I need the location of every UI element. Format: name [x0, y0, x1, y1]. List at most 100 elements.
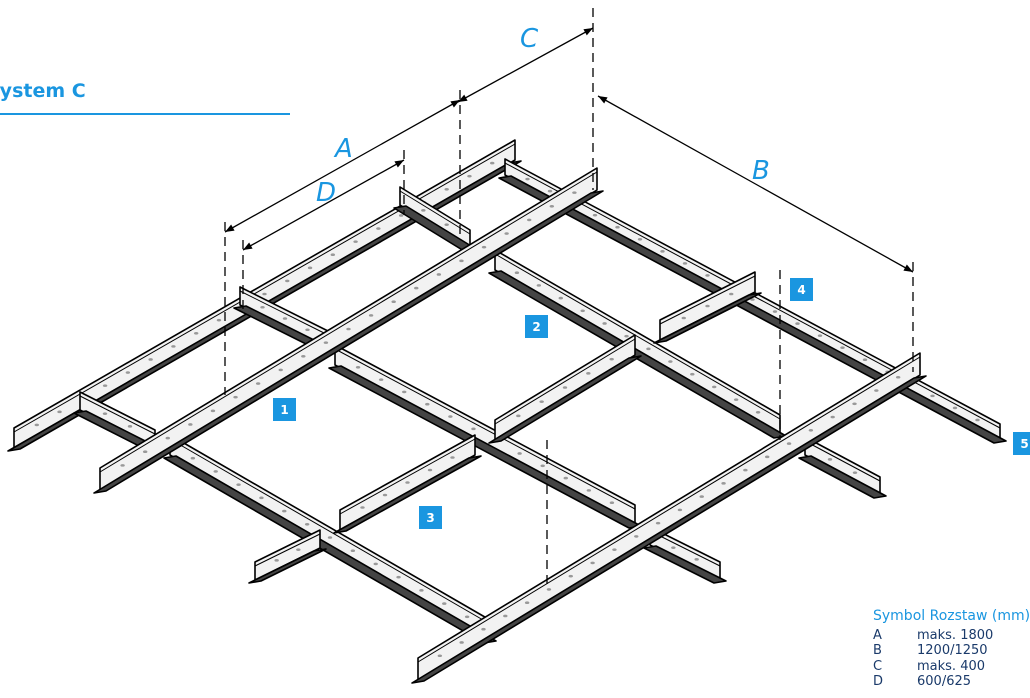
- short-tee-1-slot: [609, 357, 614, 361]
- cross-tee-b-slot: [305, 328, 310, 332]
- carrier-channel-rear-slot: [285, 279, 290, 283]
- main-runner-1-slot: [188, 423, 193, 426]
- cross-tee-b-slot: [282, 317, 288, 320]
- part-badge-2: 2: [525, 315, 548, 338]
- short-tee-2-slot: [427, 468, 433, 472]
- short-tee-1-flange: [488, 355, 642, 444]
- page-title: System C: [0, 80, 86, 102]
- dimension-b: [597, 95, 914, 273]
- dimension-c-line: [457, 27, 594, 103]
- carrier-channel-right-slot: [840, 346, 845, 349]
- dimension-label-c: C: [520, 24, 539, 54]
- legend-value: maks. 400: [917, 658, 986, 674]
- short-tee-1-slot: [516, 414, 521, 418]
- main-runner-2-slot: [546, 588, 552, 591]
- cross-tee-f-flange: [248, 548, 327, 584]
- dimension-b-arrow-start: [598, 96, 608, 104]
- cross-tee-b-bulb: [239, 290, 331, 337]
- main-runner-1: [93, 167, 604, 494]
- short-tee-2: [333, 434, 482, 534]
- short-tee-2-slot: [405, 481, 410, 484]
- cross-tee-c-slot: [444, 223, 449, 226]
- dimension-a-arrow-end: [450, 100, 460, 108]
- main-runner-1-slot: [504, 232, 509, 235]
- cross-tees: [73, 186, 887, 644]
- dimension-b-line: [597, 95, 914, 273]
- short-tee-1-slot: [586, 372, 591, 375]
- main-runner-1-slot: [549, 204, 555, 208]
- carrier-channel-right-slot: [930, 394, 935, 398]
- cross-tee-3-slot: [259, 496, 264, 500]
- carrier-channel-right-slot: [660, 250, 665, 253]
- carrier-channel-rear-slot: [467, 174, 472, 178]
- cross-tee-f: [248, 529, 327, 584]
- carrier-channel-rear-slot: [353, 240, 358, 243]
- main-runner-2-slot: [503, 614, 508, 618]
- dimension-d-arrow-end: [394, 160, 404, 168]
- dimension-b-arrow-end: [903, 264, 913, 272]
- carrier-channel-rear-slot: [102, 384, 108, 387]
- legend-row: A maks. 1800: [873, 628, 1030, 644]
- carrier-channel-rear-slot: [148, 358, 153, 361]
- main-runner-1-slot: [301, 354, 306, 358]
- cross-tee-3-slot: [419, 589, 424, 592]
- cross-tee-1-bulb: [494, 253, 781, 420]
- cross-tee-c-bulb: [399, 190, 471, 235]
- cross-tee-e-slot: [671, 546, 676, 549]
- cross-tee-1-slot: [536, 284, 542, 287]
- cross-tee-2-slot: [471, 427, 476, 431]
- cross-tee-1-slot: [558, 296, 563, 300]
- dimension-d: [242, 159, 405, 251]
- main-runner-2-slot: [808, 429, 814, 432]
- cross-tee-2-slot: [425, 402, 430, 406]
- carrier-channel-right-slot: [705, 274, 710, 277]
- main-runner-2-flange: [411, 375, 927, 684]
- main-runner-2-slot: [743, 468, 748, 472]
- cross-tee-1-slot: [646, 347, 651, 351]
- carrier-channel-right-slot: [547, 189, 553, 193]
- short-tee-1-slot: [562, 386, 568, 389]
- spacing-legend: Symbol Rozstaw (mm) A maks. 1800 B 1200/…: [873, 609, 1030, 690]
- main-runner-1-slot: [527, 218, 532, 222]
- short-tee-1-slot: [539, 400, 544, 403]
- cross-tee-1-slot: [755, 411, 761, 414]
- carrier-channel-rear-slot: [171, 345, 176, 348]
- cross-tee-1-slot: [668, 360, 673, 363]
- legend-row: D 600/625: [873, 674, 1030, 690]
- legend-header: Symbol Rozstaw (mm): [873, 609, 1030, 625]
- carrier-channel-rear-bulb: [13, 143, 516, 433]
- carrier-channel-rear-slot: [330, 253, 336, 257]
- main-runner-2-slot: [590, 561, 595, 565]
- cross-tee-e: [643, 526, 727, 584]
- carrier-channel-right-slot: [975, 418, 980, 422]
- main-runner-2-slot: [786, 442, 792, 445]
- main-runner-1-slot: [120, 464, 125, 467]
- cross-tee-2: [328, 344, 642, 529]
- cross-tee-d-flange: [798, 455, 887, 499]
- legend-row: B 1200/1250: [873, 643, 1030, 659]
- dimension-d-line: [242, 159, 405, 251]
- cross-tee-b-slot: [260, 305, 265, 309]
- main-runner-2-slot: [852, 402, 857, 406]
- cross-tee-c-slot: [421, 209, 426, 212]
- carrier-channel-right-slot: [592, 213, 598, 217]
- dimension-c-arrow-end: [583, 28, 593, 36]
- cross-tee-3-slot: [304, 522, 310, 526]
- carrier-channel-rear-slot: [398, 214, 404, 217]
- main-runner-2-slot: [459, 641, 464, 644]
- cross-tee-3-slot: [236, 483, 241, 486]
- cross-tee-d-bulb: [804, 440, 881, 482]
- cross-tee-1-slot: [602, 322, 607, 325]
- carrier-channel-rear-slot: [193, 331, 199, 335]
- carrier-channel-right-slot: [862, 358, 868, 362]
- legend-header-symbol: Symbol: [873, 609, 926, 624]
- part-badge-5: 5: [1013, 432, 1030, 455]
- cross-tee-a-slot: [102, 412, 108, 415]
- main-runner-1-slot: [165, 436, 170, 440]
- legend-row: C maks. 400: [873, 659, 1030, 675]
- main-runner-1-slot: [142, 450, 148, 454]
- cross-tee-1-slot: [733, 398, 739, 401]
- main-runners: [93, 167, 927, 684]
- short-tee-3: [653, 271, 762, 344]
